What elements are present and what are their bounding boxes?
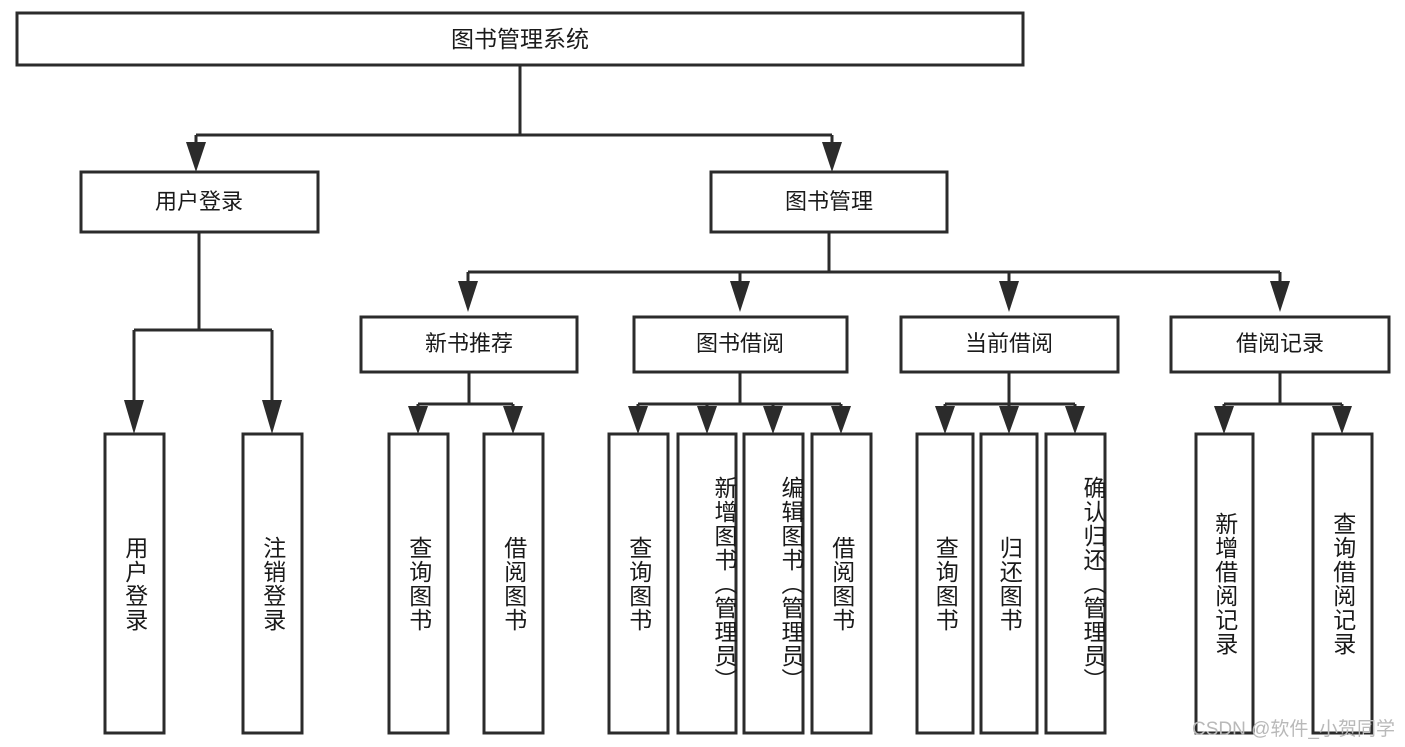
arrow-bookborrow-leaf4-icon [831, 406, 851, 434]
leaf-user-login-1[interactable] [103, 432, 166, 735]
node-root-system-label: 图书管理系统 [451, 26, 589, 52]
node-new-book-recommend[interactable] [359, 315, 579, 374]
arrow-newbook-leaf1-icon [408, 406, 428, 434]
node-current-borrow-label: 当前借阅 [965, 331, 1053, 356]
arrow-book-mgmt-c3-icon [999, 281, 1019, 312]
arrow-book-mgmt-c4-icon [1270, 281, 1290, 312]
node-book-borrow[interactable] [632, 315, 849, 374]
node-current-borrow[interactable] [899, 315, 1120, 374]
node-new-book-recommend-label: 新书推荐 [425, 331, 513, 356]
node-book-management[interactable] [709, 170, 949, 234]
leaf-new-book-recommend-2[interactable] [482, 432, 545, 735]
node-borrow-record[interactable] [1169, 315, 1391, 374]
leaf-book-borrow-2[interactable] [676, 432, 738, 735]
arrow-bookborrow-leaf1-icon [628, 406, 648, 434]
arrow-user-login-leaf1-icon [124, 400, 144, 434]
leaf-book-borrow-4[interactable] [810, 432, 873, 735]
leaf-borrow-record-1[interactable] [1194, 432, 1255, 735]
arrow-borrowrecord-leaf1-icon [1214, 406, 1234, 434]
arrow-newbook-leaf2-icon [503, 406, 523, 434]
node-user-login-label: 用户登录 [155, 189, 243, 214]
leaf-current-borrow-2[interactable] [979, 432, 1039, 735]
leaf-book-borrow-1[interactable] [607, 432, 670, 735]
arrow-root-to-user-icon [186, 142, 206, 172]
node-book-borrow-label: 图书借阅 [696, 331, 784, 356]
arrow-currentborrow-leaf3-icon [1065, 406, 1085, 434]
leaf-borrow-record-2[interactable] [1311, 432, 1374, 735]
leaf-book-borrow-3[interactable] [742, 432, 805, 735]
arrow-book-mgmt-c2-icon [730, 281, 750, 312]
arrow-currentborrow-leaf1-icon [935, 406, 955, 434]
arrow-currentborrow-leaf2-icon [999, 406, 1019, 434]
arrow-bookborrow-leaf2-icon [697, 406, 717, 434]
arrow-borrowrecord-leaf2-icon [1332, 406, 1352, 434]
leaf-new-book-recommend-1[interactable] [387, 432, 450, 735]
leaf-current-borrow-1[interactable] [915, 432, 975, 735]
leaf-current-borrow-3[interactable] [1044, 432, 1107, 735]
leaf-user-login-2[interactable] [241, 432, 304, 735]
arrow-user-login-leaf2-icon [262, 400, 282, 434]
arrow-bookborrow-leaf3-icon [763, 406, 783, 434]
csdn-watermark: CSDN @软件_小贺同学 [1192, 719, 1395, 740]
arrow-book-mgmt-c1-icon [458, 281, 478, 312]
arrow-root-to-book-icon [822, 142, 842, 172]
node-book-management-label: 图书管理 [785, 189, 873, 214]
node-root-system[interactable] [15, 11, 1025, 67]
node-borrow-record-label: 借阅记录 [1236, 331, 1324, 356]
